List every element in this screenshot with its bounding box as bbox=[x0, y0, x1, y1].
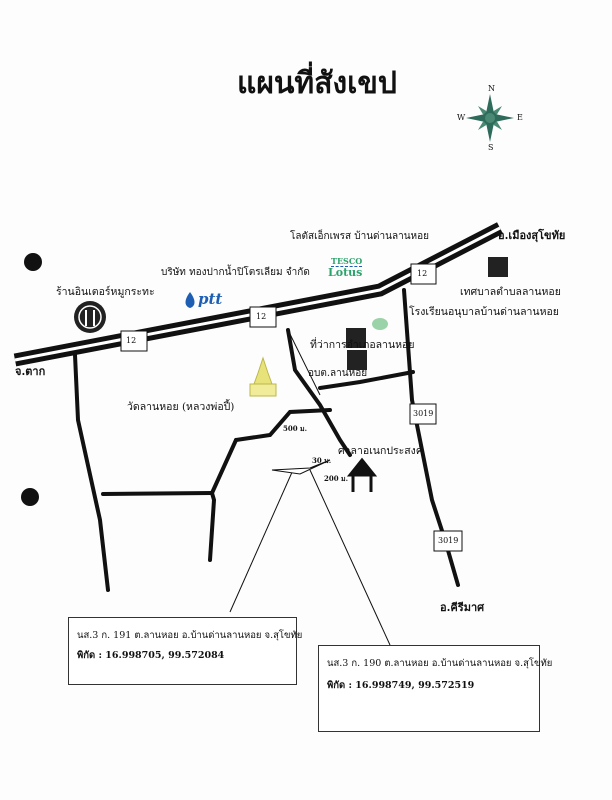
lotus-logo: Lotus bbox=[328, 266, 363, 279]
leader-line bbox=[229, 469, 294, 613]
district-office-icon bbox=[346, 328, 366, 348]
route-label: 3019 bbox=[438, 536, 459, 545]
route-label: 12 bbox=[126, 336, 137, 345]
pavilion-label: ศาลาอเนกประสงค์ bbox=[338, 445, 423, 457]
distance-200-label: 200 ม. bbox=[324, 474, 349, 483]
road-inner bbox=[318, 370, 415, 390]
compass-w: W bbox=[457, 113, 466, 122]
road-3019 bbox=[402, 288, 460, 587]
plot-coordinates: พิกัด : 16.998749, 99.572519 bbox=[327, 680, 475, 691]
distance-30-label: 30 ม. bbox=[312, 456, 332, 465]
khiri-mat-label: อ.คีรีมาศ bbox=[440, 601, 485, 614]
ptt-logo: ptt bbox=[198, 290, 223, 308]
lotus-express-label: โลตัสเอ็กเพรส บ้านด่านลานหอย bbox=[290, 231, 430, 242]
plot-coordinates: พิกัด : 16.998705, 99.572084 bbox=[77, 650, 225, 661]
restaurant-icon bbox=[74, 301, 106, 333]
page-title: แผนที่สังเขป bbox=[237, 66, 397, 101]
municipality-label: เทศบาลตำบลลานหอย bbox=[460, 286, 561, 298]
route-marker bbox=[410, 263, 437, 285]
route-label: 12 bbox=[417, 269, 428, 278]
plot-marker bbox=[271, 459, 331, 475]
road-central bbox=[286, 328, 352, 457]
route-label: 12 bbox=[256, 312, 267, 321]
route-label: 3019 bbox=[413, 409, 434, 418]
mueang-sukhothai-label: อ.เมืองสุโขทัย bbox=[498, 229, 566, 242]
punch-hole bbox=[21, 488, 39, 506]
road-south bbox=[208, 491, 217, 562]
compass-e: E bbox=[517, 113, 523, 122]
temple-icon bbox=[249, 356, 277, 397]
petrol-company-label: บริษัท ทองปากน้ำปิโตรเลียม จำกัด bbox=[161, 267, 310, 278]
route-marker bbox=[120, 330, 148, 352]
municipality-building-icon bbox=[488, 257, 508, 277]
plot-info-box-191: นส.3 ก. 191 ต.ลานหอย อ.บ้านด่านลานหอย จ.… bbox=[68, 617, 302, 685]
route-marker bbox=[249, 306, 277, 328]
road-west bbox=[73, 353, 110, 592]
route-marker bbox=[433, 530, 463, 552]
sao-label: อบต.ลานหอย bbox=[308, 368, 368, 379]
school-logo-icon bbox=[372, 318, 388, 330]
plot-info-box-190: นส.3 ก. 190 ต.ลานหอย อ.บ้านด่านลานหอย จ.… bbox=[318, 645, 552, 732]
pavilion-icon bbox=[346, 457, 378, 492]
plot-title: นส.3 ก. 190 ต.ลานหอย อ.บ้านด่านลานหอย จ.… bbox=[327, 658, 553, 669]
sao-building-icon bbox=[347, 350, 367, 370]
distance-500-label: 500 ม. bbox=[283, 424, 308, 433]
road-loop bbox=[234, 408, 332, 442]
road-loop2 bbox=[210, 438, 238, 495]
leader-line bbox=[309, 469, 391, 646]
compass-s: S bbox=[488, 143, 494, 152]
route-marker bbox=[409, 403, 437, 425]
tak-label: จ.ตาก bbox=[15, 365, 46, 378]
district-office-label: ที่ว่าการอำเภอลานหอย bbox=[310, 339, 415, 351]
road-connector bbox=[101, 491, 214, 496]
compass-icon bbox=[466, 94, 514, 142]
tesco-logo: TESCO bbox=[331, 256, 363, 267]
plot-title: นส.3 ก. 191 ต.ลานหอย อ.บ้านด่านลานหอย จ.… bbox=[77, 630, 303, 641]
restaurant-label: ร้านอินเตอร์หมูกระทะ bbox=[56, 286, 155, 298]
punch-hole bbox=[24, 253, 42, 271]
compass-n: N bbox=[488, 84, 495, 93]
temple-label: วัดลานหอย (หลวงพ่อปี้) bbox=[127, 401, 235, 413]
school-label: โรงเรียนอนุบาลบ้านด่านลานหอย bbox=[409, 306, 559, 318]
ptt-drop-icon bbox=[185, 292, 195, 308]
